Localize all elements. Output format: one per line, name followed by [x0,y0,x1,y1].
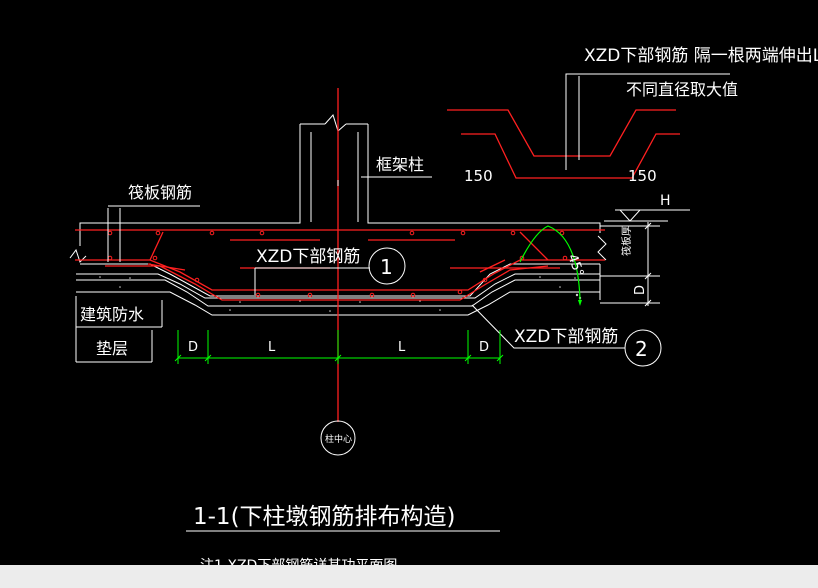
xzd-rebar-1-label: XZD下部钢筋 [256,247,360,267]
rebar-dots [107,230,568,298]
callout-1-circle [368,247,406,285]
dim-150-left: 150 [464,167,493,185]
note-main: XZD下部钢筋 隔一根两端伸出La [584,46,818,66]
frame-column-label: 框架柱 [376,155,424,174]
xzd2-leader [471,304,625,349]
callout-1: 1 [380,255,393,279]
cushion-label: 垫层 [96,339,128,358]
raft-thickness-label: 筏板厚 [620,226,633,256]
rebar-lines [75,229,605,301]
raft-rebar-label: 筏板钢筋 [128,183,192,202]
callout-2-circle [624,329,662,367]
dim-l-right: L [398,340,406,355]
angle-label: 45° [564,252,586,279]
column-center-circle [320,420,356,456]
dim-150-right: 150 [628,167,657,185]
dim-d-mid: D [479,340,489,355]
column-center-label: 柱中心 [325,433,352,445]
left-label-boxes [75,296,163,363]
bottom-dimension [174,330,504,364]
right-level-marks [600,209,690,307]
status-bar [0,565,818,588]
callout-2: 2 [635,337,648,361]
dim-d-left: D [188,340,198,355]
frame-column [79,114,601,236]
note-sub: 不同直径取大值 [626,80,738,99]
drawing-title: 1-1(下柱墩钢筋排布构造) [193,504,456,530]
bent-bar-detail [447,73,730,179]
angle-arc [519,225,582,306]
dim-d-right: D [633,285,648,295]
level-h: H [660,193,671,209]
dim-l-left: L [268,340,276,355]
waterproof-label: 建筑防水 [80,305,144,324]
xzd-rebar-2-label: XZD下部钢筋 [514,327,618,347]
